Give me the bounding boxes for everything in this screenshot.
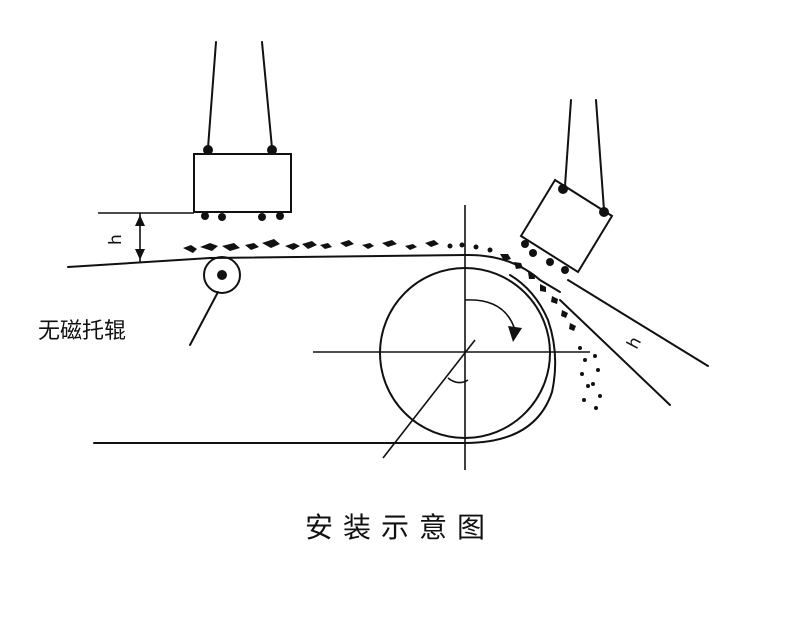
pulley-angle-line <box>382 339 476 459</box>
left-magnet-bolts <box>201 212 284 221</box>
right-hanger-wire-a <box>564 99 572 187</box>
belt-return-run <box>93 274 557 444</box>
chute-h-label: h <box>623 334 646 353</box>
left-lug-b <box>267 145 277 155</box>
left-hanger-wire-a <box>207 41 217 149</box>
belt-top-surface <box>67 253 561 293</box>
gap-h-label: h <box>106 234 126 245</box>
conveyor-belt <box>67 253 561 444</box>
idler-leader-line <box>189 291 219 346</box>
diagram-caption: 安装示意图 <box>305 511 495 544</box>
idler-roller-axle <box>217 270 227 280</box>
discharge-chute: h <box>559 279 709 406</box>
right-hanger-wire-b <box>595 99 605 211</box>
falling-material <box>578 346 602 410</box>
right-magnet-body <box>519 178 614 274</box>
left-magnet-body <box>193 153 292 213</box>
idler-roller-outer <box>203 256 241 294</box>
left-suspended-magnet <box>193 41 292 221</box>
rotation-arrow-head <box>508 326 522 342</box>
idler-roller: 无磁托辊 <box>38 256 241 346</box>
angle-arc <box>447 377 469 384</box>
chute-bottom-line <box>559 299 671 406</box>
left-hanger-wire-b <box>261 41 273 149</box>
material-on-belt <box>183 239 576 331</box>
head-pulley <box>313 205 590 470</box>
gap-dimension: h <box>98 212 194 262</box>
chute-top-line <box>567 279 709 367</box>
right-suspended-magnet <box>519 99 614 274</box>
right-magnet-bolts <box>521 240 569 274</box>
dimension-arrow-down <box>135 249 145 260</box>
idler-roller-label: 无磁托辊 <box>38 319 126 344</box>
rotation-arc <box>464 299 516 331</box>
left-lug-a <box>203 145 213 155</box>
dimension-arrow-up <box>135 215 145 226</box>
